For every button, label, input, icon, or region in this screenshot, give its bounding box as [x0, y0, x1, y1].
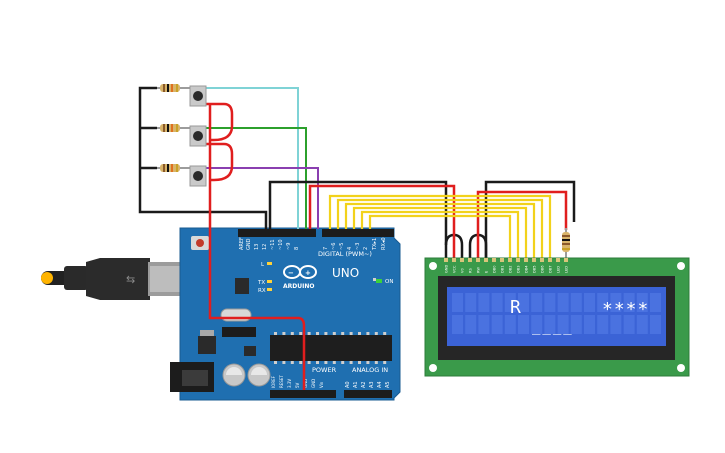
top-header-left	[238, 229, 316, 237]
rx-led-label: RX	[258, 288, 266, 294]
model-label: UNO	[332, 266, 359, 280]
analog-label: ANALOG IN	[352, 366, 388, 374]
top-pin-label: ~5	[339, 243, 345, 250]
svg-text:−: −	[288, 269, 294, 277]
push-button-1[interactable]	[189, 85, 207, 107]
analog-pin-label: A0	[345, 381, 351, 388]
power-pin-label: 3.3V	[287, 379, 292, 388]
data-wire	[328, 194, 552, 258]
analog-header	[344, 390, 392, 398]
top-pin-label: 8	[294, 247, 300, 250]
top-header-right	[322, 229, 394, 237]
lcd-pin-label: VCC	[453, 265, 457, 273]
power-header	[270, 390, 336, 398]
resistor-3	[157, 164, 190, 172]
analog-pin-label: A3	[369, 381, 375, 388]
data-wire	[336, 198, 544, 258]
icsp-header	[222, 327, 256, 337]
top-pin-label: 13	[254, 244, 260, 250]
icsp-header-top	[373, 278, 376, 281]
lcd-pin-label: GND	[445, 265, 449, 273]
top-pin-label: 2	[363, 247, 369, 250]
lcd-pin-label: DB0	[493, 265, 497, 273]
resistor-1	[157, 84, 190, 92]
data-wire	[360, 210, 520, 258]
analog-pin-label: A4	[377, 381, 383, 388]
top-pin-label: 12	[262, 244, 268, 250]
top-pin-label: 4	[347, 247, 353, 250]
usb-icon: ⇆	[126, 273, 135, 286]
arduino-logo: − +	[283, 265, 317, 279]
lcd-wires	[268, 180, 576, 258]
wire-5v	[208, 104, 306, 390]
lcd-pin-label: DB5	[533, 265, 537, 273]
lcd-pin-label: DB6	[541, 265, 545, 273]
top-pin-label: TX▸1	[372, 238, 378, 251]
analog-pin-label: A2	[361, 381, 367, 388]
lcd-pin-label: E	[485, 270, 489, 273]
push-button-3[interactable]	[189, 165, 207, 187]
data-wire	[344, 202, 536, 258]
top-pin-label: RX◂0	[381, 237, 387, 250]
lcd-pin-label: DB4	[525, 265, 529, 273]
top-pin-label: 7	[323, 247, 329, 250]
svg-text:+: +	[305, 269, 311, 277]
analog-pin-label: A1	[353, 381, 359, 388]
power-pin-label: GND	[311, 379, 316, 388]
top-pin-label: ~6	[331, 243, 337, 250]
power-pin-label: IOREF	[271, 375, 276, 388]
resistor-2	[157, 124, 190, 132]
voltage-regulator	[198, 336, 216, 354]
push-button-2[interactable]	[189, 125, 207, 147]
lcd-module: GND VCC V0 RS RW E DB0 DB1 DB2 DB3 DB4 DB5 DB6 DB7 LED…	[424, 257, 690, 377]
data-wire	[368, 214, 512, 258]
top-pin-label: GND	[246, 238, 252, 250]
power-pin-label: Vin	[319, 381, 324, 388]
resistor-lcd	[562, 228, 570, 258]
lcd-pin-label: DB7	[549, 265, 553, 273]
lcd-pin-label: LED	[565, 266, 569, 273]
wire-button-1-signal	[206, 87, 299, 229]
lcd-row1-right: ****	[602, 299, 649, 320]
lcd-pin-label: DB2	[509, 265, 513, 273]
top-pin-label: AREF	[239, 237, 245, 250]
power-label: POWER	[312, 366, 337, 374]
lcd-row2: ____	[532, 319, 574, 335]
top-pin-label: ~11	[270, 239, 276, 250]
lcd-row1-left: R	[510, 297, 521, 318]
data-wire	[352, 206, 528, 258]
digital-label: DIGITAL (PWM~)	[318, 250, 372, 258]
microcontroller-chip	[270, 335, 392, 361]
wire-button-2-signal	[206, 127, 307, 229]
usb-chip	[235, 278, 249, 294]
input-circuit	[138, 84, 319, 390]
lcd-pin-label: RW	[477, 267, 481, 273]
gnd-wire	[138, 86, 268, 229]
power-pin-label: 5V	[295, 382, 300, 388]
lcd-pin-label: RS	[469, 268, 473, 273]
top-pin-label: ~9	[286, 243, 292, 250]
tx-led-label: TX	[257, 280, 265, 286]
lcd-pin-label: V0	[461, 268, 465, 273]
wire-button-3-signal	[206, 167, 319, 229]
top-pin-label: ~10	[278, 239, 284, 250]
l-led-label: L	[261, 262, 265, 268]
lcd-pin-label: DB1	[501, 265, 505, 273]
brand-label: ARDUINO	[283, 283, 314, 290]
analog-pin-label: A5	[385, 381, 391, 388]
usb-cable: ⇆	[41, 258, 186, 300]
lcd-pin-label: DB3	[517, 265, 521, 273]
on-led	[376, 279, 382, 283]
power-pin-label: GND	[303, 379, 308, 388]
on-label: ON	[385, 279, 393, 285]
top-pin-label: ~3	[355, 243, 361, 250]
lcd-pin-label: LED	[557, 266, 561, 273]
power-pin-label: RESET	[279, 375, 284, 388]
